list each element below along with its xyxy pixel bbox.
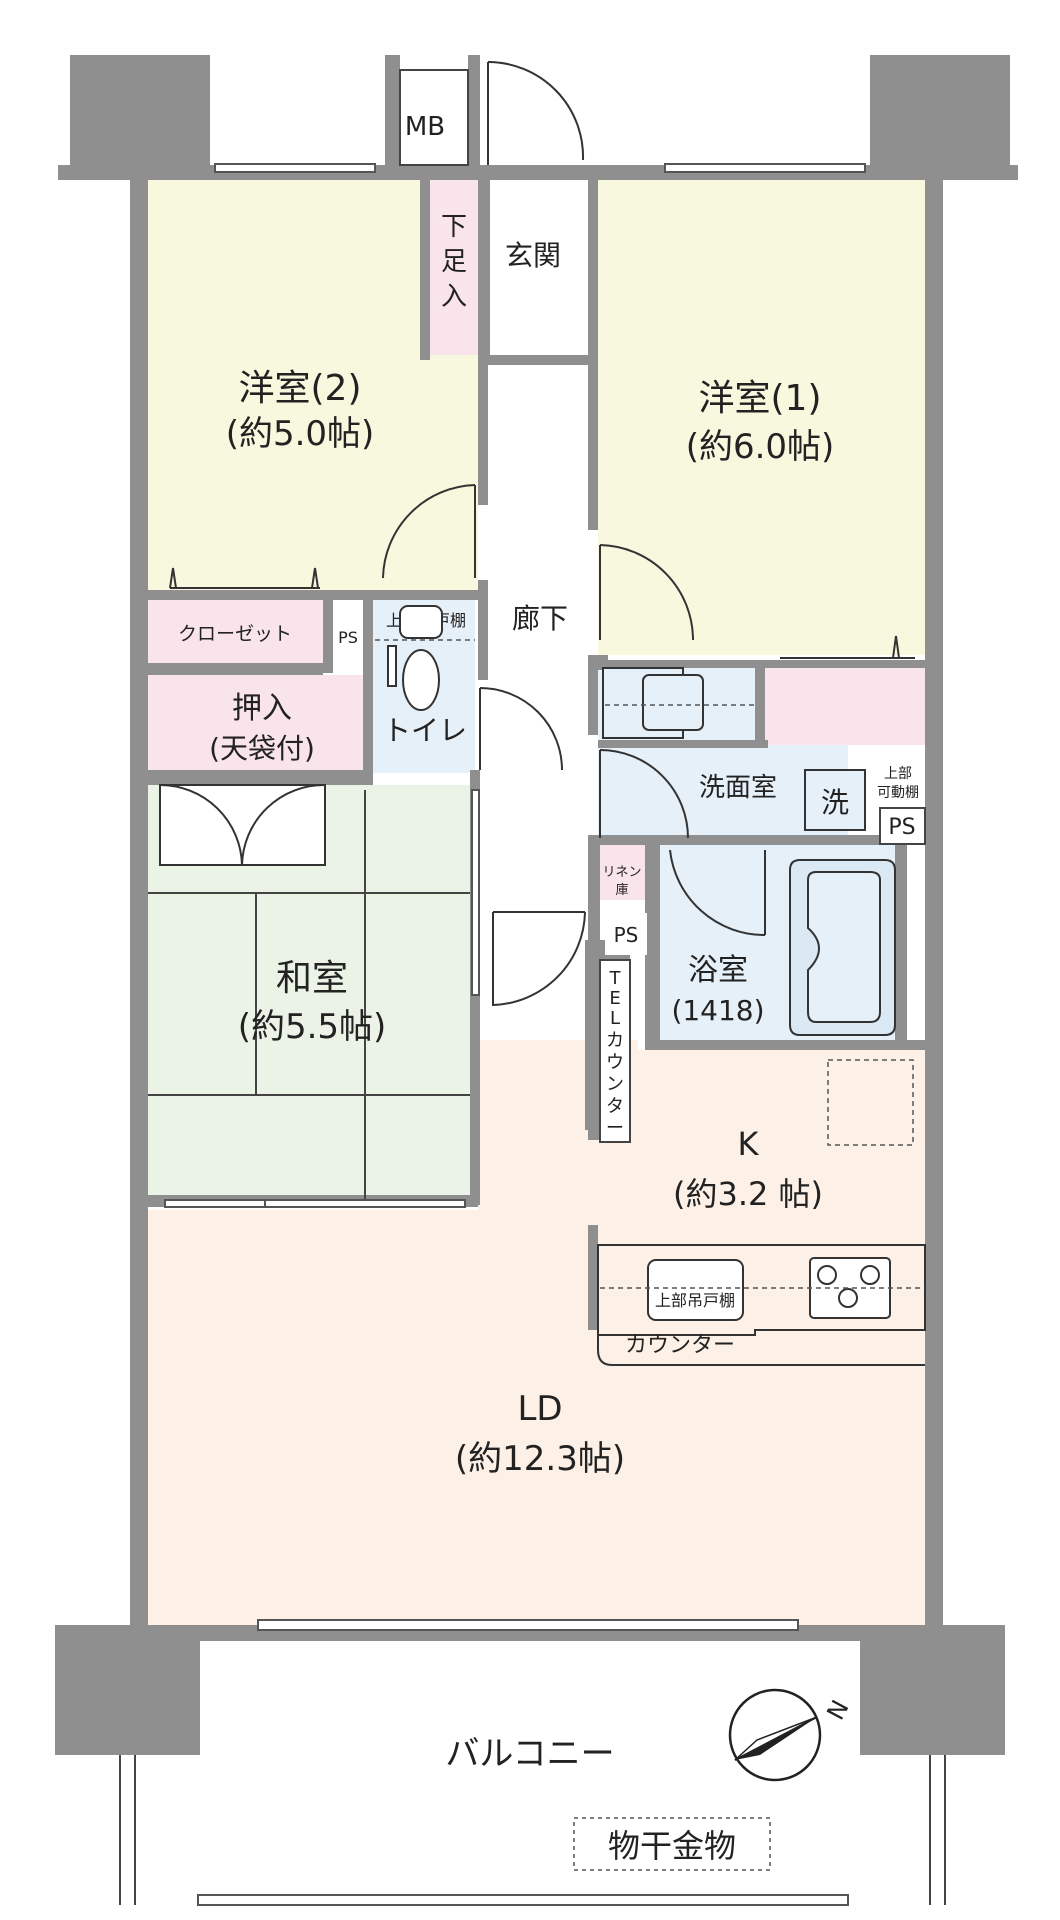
svg-text:ン: ン bbox=[606, 1074, 624, 1095]
oshiire-label: 押入 bbox=[232, 691, 292, 726]
closet-left-label: クローゼット bbox=[178, 623, 292, 645]
drying-hardware-label: 物干金物 bbox=[608, 1827, 736, 1865]
compass-north-label: N bbox=[821, 1696, 854, 1725]
western-room-1-name: 洋室(1) bbox=[699, 378, 822, 419]
vanity-basin bbox=[642, 674, 704, 731]
shoe-storage-area bbox=[430, 180, 478, 355]
stove-burners bbox=[817, 1265, 880, 1308]
toilet-fixture bbox=[387, 605, 443, 711]
svg-text:L: L bbox=[610, 1008, 620, 1029]
toilet-label: トイレ bbox=[383, 714, 467, 747]
toilet-door[interactable] bbox=[479, 687, 563, 771]
closet-left-area bbox=[148, 598, 323, 663]
ps-right-box bbox=[879, 807, 926, 845]
counter-outline bbox=[597, 1330, 925, 1366]
ps-left-box bbox=[333, 600, 363, 670]
svg-text:タ: タ bbox=[606, 1096, 624, 1117]
western-room-2-door[interactable] bbox=[382, 484, 476, 579]
drying-hardware-box bbox=[573, 1817, 771, 1871]
svg-text:カ: カ bbox=[606, 1030, 624, 1051]
bathtub bbox=[789, 859, 896, 1036]
counter-label: カウンター bbox=[625, 1333, 735, 1358]
upper-movable-shelf-label-2: 可動棚 bbox=[877, 785, 919, 801]
svg-text:ウ: ウ bbox=[606, 1052, 624, 1073]
svg-text:T: T bbox=[609, 968, 622, 989]
japanese-room-door[interactable] bbox=[492, 911, 586, 1007]
tel-counter-label: T E L カ ウ ン タ ー bbox=[606, 968, 624, 1139]
refrigerator-space bbox=[827, 1059, 914, 1146]
closet-doors-right bbox=[780, 635, 915, 659]
svg-text:ー: ー bbox=[606, 1118, 624, 1139]
washer-label: 洗 bbox=[821, 786, 849, 819]
oshiire-sub-label: (天袋付) bbox=[209, 732, 315, 765]
hallway-label: 廊下 bbox=[512, 602, 568, 635]
bath-door[interactable] bbox=[669, 849, 766, 937]
kitchen-name: K bbox=[738, 1125, 760, 1163]
linen-label-1: リネン bbox=[602, 865, 641, 880]
oshiire-area bbox=[148, 675, 363, 770]
ps-center-label: PS bbox=[614, 923, 639, 947]
ps-right-label: PS bbox=[888, 815, 915, 840]
balcony-label: バルコニー bbox=[445, 1734, 614, 1774]
japanese-room-size: (約5.5帖) bbox=[238, 1007, 387, 1047]
upper-movable-shelf-label-1: 上部 bbox=[884, 766, 912, 782]
closet-right-area bbox=[765, 665, 925, 745]
western-room-1-door[interactable] bbox=[599, 544, 694, 641]
washer-box bbox=[804, 769, 866, 831]
sliding-doors-japanese bbox=[164, 789, 480, 1208]
windows bbox=[197, 163, 866, 1906]
oshiire-doors bbox=[159, 783, 326, 866]
kitchen-upper-shelf-label: 上部吊戸棚 bbox=[655, 1291, 735, 1310]
tatami-lines bbox=[148, 790, 470, 1205]
compass-icon bbox=[728, 1688, 822, 1782]
linen-area bbox=[600, 840, 645, 900]
entrance-door[interactable] bbox=[487, 61, 585, 165]
linen-label-2: 庫 bbox=[615, 883, 628, 898]
bath-name: 浴室 bbox=[688, 953, 748, 988]
bath-size: (1418) bbox=[671, 994, 764, 1027]
balcony-rails bbox=[119, 1755, 946, 1905]
western-room-1-area bbox=[598, 180, 925, 655]
ld-name: LD bbox=[517, 1389, 562, 1429]
washroom-door[interactable] bbox=[599, 749, 689, 839]
western-room-2-name: 洋室(2) bbox=[239, 368, 362, 409]
western-room-1-size: (約6.0帖) bbox=[686, 427, 835, 467]
closet-doors-left bbox=[169, 567, 320, 589]
ps-left-label: PS bbox=[338, 628, 358, 647]
svg-text:足: 足 bbox=[441, 247, 467, 277]
japanese-room-name: 和室 bbox=[276, 958, 348, 999]
entrance-label: 玄関 bbox=[505, 239, 561, 272]
mb-box bbox=[399, 69, 469, 166]
western-room-2-size: (約5.0帖) bbox=[226, 414, 375, 454]
washroom-label: 洗面室 bbox=[699, 773, 777, 803]
ld-size: (約12.3帖) bbox=[455, 1439, 625, 1479]
kitchen-size: (約3.2 帖) bbox=[673, 1175, 823, 1213]
svg-text:下: 下 bbox=[441, 212, 467, 242]
kitchen-counter bbox=[597, 1244, 926, 1336]
tel-counter-box bbox=[599, 959, 631, 1143]
shoe-storage-label: 下 足 入 bbox=[441, 212, 467, 312]
svg-text:入: 入 bbox=[441, 282, 467, 312]
ps-center-box bbox=[605, 913, 647, 955]
svg-text:E: E bbox=[609, 988, 620, 1009]
mb-label: MB bbox=[405, 112, 445, 142]
